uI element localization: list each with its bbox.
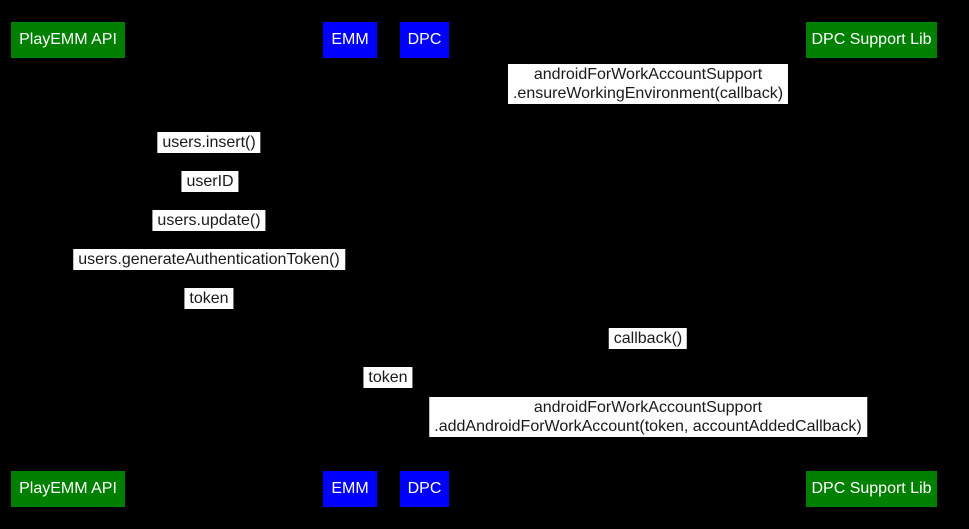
actor-playemm-api-top: PlayEMM API <box>11 22 125 58</box>
message-label-token-to-emm: token <box>184 288 234 309</box>
actor-dpc-bottom: DPC <box>400 471 449 507</box>
message-label-token-to-dpc: token <box>363 367 413 388</box>
actor-dpc-support-lib-bottom: DPC Support Lib <box>806 471 937 507</box>
actor-emm-top: EMM <box>323 22 377 58</box>
message-label-line: .ensureWorkingEnvironment(callback) <box>512 85 784 102</box>
message-label-users-insert: users.insert() <box>157 132 261 153</box>
message-label-line: androidForWorkAccountSupport <box>533 399 763 416</box>
message-label-line: userID <box>186 173 234 190</box>
message-label-line: users.update() <box>157 212 261 229</box>
actor-emm-bottom: EMM <box>323 471 377 507</box>
message-label-line: token <box>189 290 229 307</box>
actor-playemm-api-bottom: PlayEMM API <box>11 471 125 507</box>
actor-dpc-support-lib-top: DPC Support Lib <box>806 22 937 58</box>
message-label-callback: callback() <box>608 328 688 349</box>
message-label-line: androidForWorkAccountSupport <box>533 66 763 83</box>
message-label-users-generate-authentication-token: users.generateAuthenticationToken() <box>73 249 345 270</box>
message-label-users-update: users.update() <box>152 210 266 231</box>
message-label-line: users.generateAuthenticationToken() <box>78 251 340 268</box>
message-label-user-id: userID <box>181 171 239 192</box>
actor-dpc-top: DPC <box>400 22 449 58</box>
message-label-ensure-working-environment: androidForWorkAccountSupport .ensureWorki… <box>507 64 789 104</box>
message-label-line: token <box>368 369 408 386</box>
message-label-line: .addAndroidForWorkAccount(token, account… <box>434 418 862 435</box>
message-label-line: callback() <box>613 330 683 347</box>
message-label-add-android-for-work-account: androidForWorkAccountSupport .addAndroidF… <box>429 397 867 437</box>
message-label-line: users.insert() <box>162 134 256 151</box>
